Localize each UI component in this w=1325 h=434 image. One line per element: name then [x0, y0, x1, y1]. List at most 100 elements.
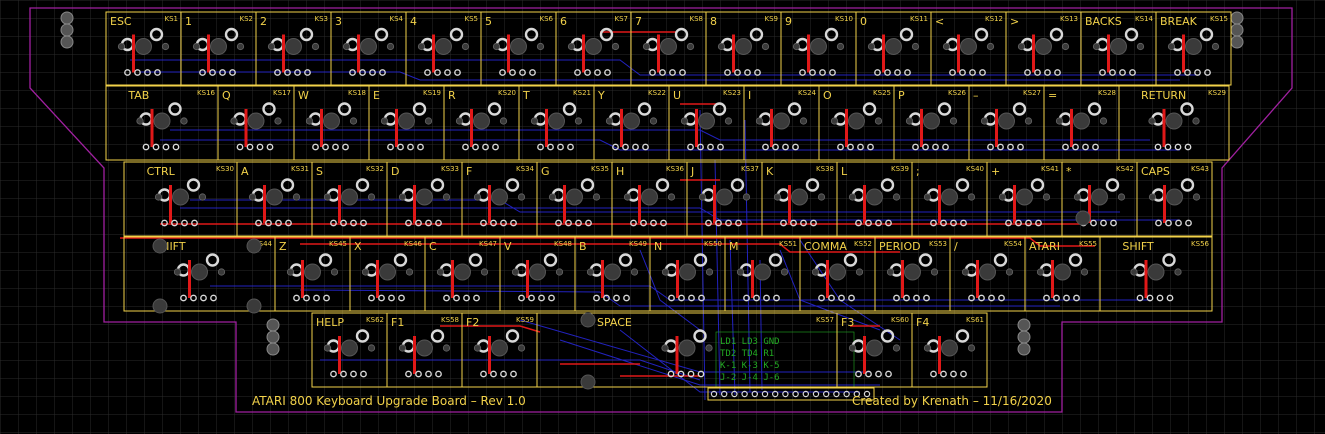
pad: [1092, 143, 1099, 151]
key-designator: KS14: [1135, 15, 1153, 23]
peg-hole: [892, 193, 901, 201]
key-designator: KS43: [1191, 165, 1209, 173]
key-label: F1: [391, 316, 404, 329]
pad: [659, 69, 666, 76]
center-hole: [941, 339, 958, 357]
key-label: Q: [222, 89, 231, 102]
peg-hole: [961, 268, 970, 276]
pad: [632, 143, 639, 151]
center-hole: [247, 112, 265, 130]
peg-hole: [217, 268, 226, 276]
pad: [1049, 27, 1064, 42]
key-designator: KS6: [540, 15, 554, 23]
peg-hole: [942, 42, 951, 51]
pad: [499, 69, 506, 76]
pad: [1053, 294, 1060, 302]
key-designator: KS15: [1210, 15, 1228, 23]
peg-hole: [811, 268, 820, 276]
key-label: A: [241, 165, 249, 178]
pad: [1165, 219, 1172, 227]
center-hole: [660, 38, 677, 55]
pad: [843, 253, 858, 267]
pad: [918, 253, 933, 267]
pad: [688, 294, 695, 302]
peg-hole: [967, 193, 976, 201]
peg-hole: [1211, 42, 1220, 51]
pad: [510, 219, 517, 227]
pad: [368, 294, 375, 302]
key-designator: KS49: [629, 240, 647, 248]
pad: [1110, 219, 1117, 227]
key-label: 2: [260, 15, 267, 28]
peg-hole: [1073, 193, 1082, 201]
pad: [749, 27, 764, 42]
key-label: /: [954, 240, 958, 253]
pad: [1100, 219, 1107, 227]
pad: [405, 219, 412, 227]
key-designator: KS57: [816, 316, 834, 324]
pad: [974, 27, 989, 42]
peg-hole: [480, 268, 489, 276]
pad: [407, 143, 414, 151]
peg-hole: [567, 42, 576, 51]
center-hole: [904, 263, 921, 281]
pad: [724, 69, 731, 76]
pad: [940, 219, 947, 227]
center-hole: [923, 112, 940, 130]
pad: [265, 219, 272, 227]
peg-hole: [742, 193, 751, 201]
peg-hole: [911, 42, 920, 51]
center-hole: [1054, 263, 1071, 281]
pad: [1090, 219, 1097, 227]
center-hole: [304, 263, 321, 281]
center-hole: [435, 38, 452, 55]
pad: [604, 69, 611, 76]
center-hole: [1165, 112, 1183, 130]
pad: [492, 143, 499, 151]
pad: [903, 294, 910, 302]
pad: [565, 219, 572, 227]
pad: [979, 69, 986, 76]
pad: [284, 69, 291, 76]
peg-hole: [799, 117, 808, 125]
pad: [1180, 178, 1195, 192]
pad: [144, 69, 151, 76]
pad: [1054, 69, 1061, 76]
pad: [1068, 253, 1083, 267]
pad: [1154, 143, 1162, 151]
pad: [1164, 143, 1172, 151]
pad: [1175, 219, 1182, 227]
pad: [593, 294, 600, 302]
center-hole: [510, 38, 527, 55]
pad: [1124, 27, 1139, 42]
pad: [698, 294, 705, 302]
pad: [430, 178, 445, 192]
key-designator: KS58: [441, 316, 459, 324]
pad: [969, 69, 976, 76]
peg-hole: [286, 268, 295, 276]
pad: [585, 219, 592, 227]
key-label: <: [935, 15, 944, 28]
pad: [191, 219, 198, 227]
key-designator: KS33: [441, 165, 459, 173]
peg-hole: [923, 193, 932, 201]
center-hole: [153, 112, 171, 130]
center-hole: [735, 38, 752, 55]
pad: [567, 143, 574, 151]
key-label: BACKS: [1085, 15, 1122, 28]
header-pin: [812, 390, 820, 398]
peg-hole: [892, 344, 901, 352]
key-label: J: [690, 165, 694, 178]
pad: [1043, 294, 1050, 302]
peg-hole: [1005, 268, 1014, 276]
pad: [875, 370, 882, 378]
center-hole: [285, 38, 302, 55]
key-designator: KS11: [910, 15, 928, 23]
board-title: ATARI 800 Keyboard Upgrade Board – Rev 1…: [252, 394, 526, 408]
pad: [468, 253, 483, 267]
center-hole: [998, 112, 1015, 130]
